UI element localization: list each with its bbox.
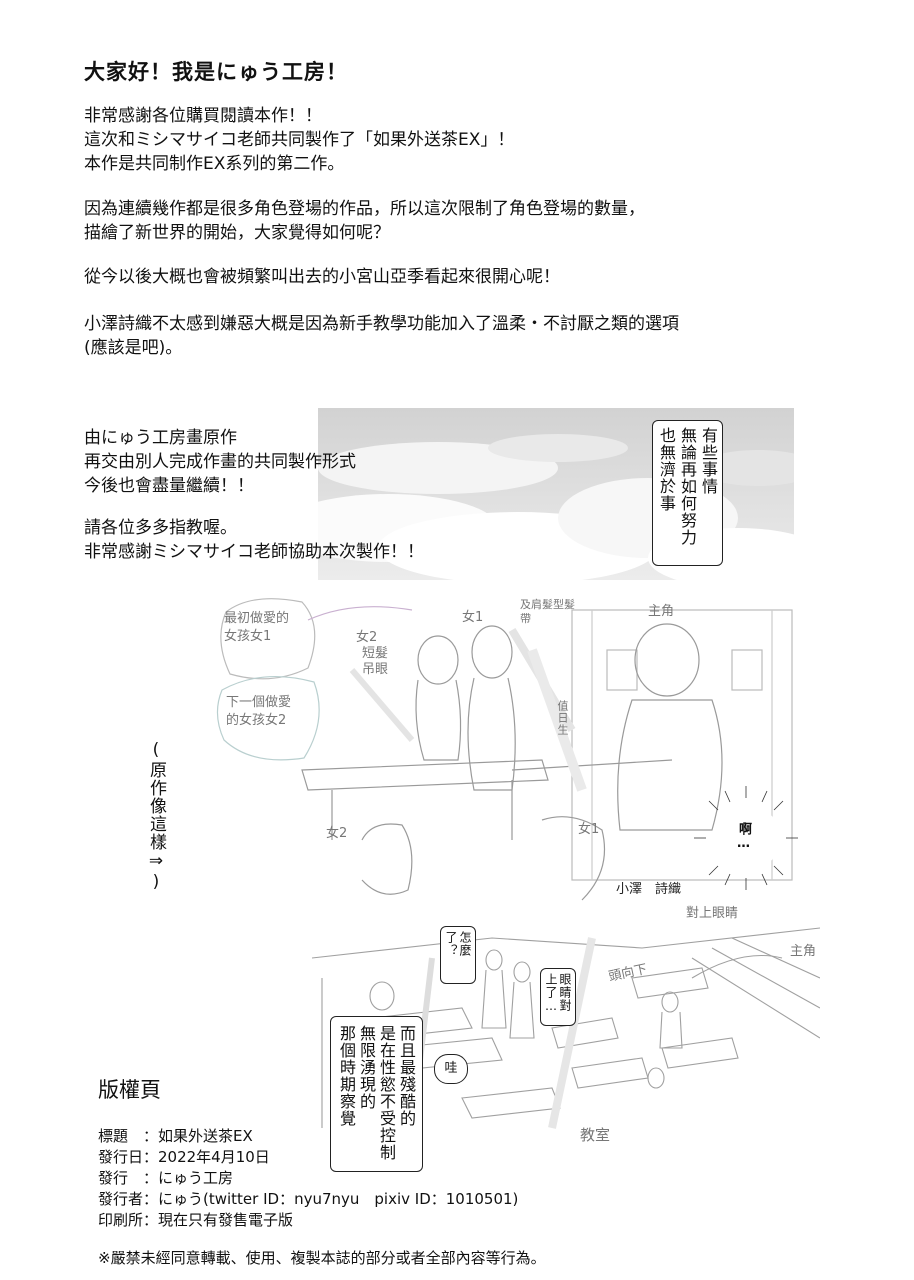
rough-sketch-classroom <box>212 590 804 920</box>
note-next-girl: 下一個做愛的女孩女2 <box>226 695 292 728</box>
label-girl2: 女2 <box>356 630 378 645</box>
collab-paragraph-1: 由にゅう工房畫原作 再交由別人完成作畫的共同製作形式 今後也會盡量繼續！！ <box>84 428 356 496</box>
afterword-paragraph-3: 從今以後大概也會被頻繁叫出去的小宮山亞季看起來很開心呢！ <box>84 267 560 287</box>
bubble-what-text: 怎麼了？ <box>444 931 472 957</box>
label-face-girl2: 女2 <box>326 826 348 841</box>
label-protagonist-wide: 主角 <box>790 944 817 959</box>
sky-bubble-column: 有些事情 <box>699 427 718 495</box>
note-first-girl: 最初做愛的女孩女1 <box>224 611 290 644</box>
sketch-drawing <box>216 598 798 901</box>
label-ozawa: 小澤 詩織 <box>616 882 682 897</box>
afterword-paragraph-2: 因為連續幾作都是很多角色登場的作品，所以這次限制了角色登場的數量， 描繪了新世界… <box>84 199 645 243</box>
label-girl2-desc: 短髮吊眼 <box>362 646 389 677</box>
side-note-original: (原作像這樣⇒) <box>146 740 166 893</box>
ah-exclamation: 啊… <box>736 822 751 852</box>
label-face-girl1: 女1 <box>578 822 600 837</box>
narration-box: 而且最殘酷的 是在性慾不受控制 無限湧現的 那個時期察覺 <box>330 1016 423 1172</box>
label-girl1-desc: 及肩髮型髮帶 <box>520 598 575 625</box>
label-protagonist: 主角 <box>648 604 675 619</box>
colophon-title: 版權頁 <box>98 1078 161 1102</box>
label-duty: 值日生 <box>556 700 569 736</box>
bubble-eyes-met-text: 眼睛對上了… <box>544 973 572 1014</box>
collab-paragraph-2: 請各位多多指教喔。 非常感謝ミシマサイコ老師協助本次製作！！ <box>84 518 424 562</box>
afterword-paragraph-1: 非常感謝各位購買閱讀本作！！ 這次和ミシマサイコ老師共同製作了「如果外送茶EX」… <box>84 106 515 174</box>
label-girl1: 女1 <box>462 610 484 625</box>
narration-column: 無限湧現的 <box>357 1025 376 1110</box>
bubble-wow: 哇 <box>434 1054 468 1084</box>
sky-speech-bubble: 有些事情 無論再如何努力 也無濟於事 <box>652 420 723 566</box>
sky-bubble-column: 也無濟於事 <box>657 427 676 512</box>
afterword-heading: 大家好！我是にゅう工房！ <box>84 60 348 84</box>
narration-column: 那個時期察覺 <box>337 1025 356 1127</box>
bubble-eyes-met: 眼睛對上了… <box>540 968 576 1026</box>
label-eye-contact: 對上眼睛 <box>686 906 739 921</box>
label-classroom: 教室 <box>580 1126 611 1144</box>
narration-column: 是在性慾不受控制 <box>377 1025 396 1161</box>
bubble-what-happened: 怎麼了？ <box>440 926 476 984</box>
colophon-details: 標題 ：如果外送茶EX 發行日：2022年4月10日 發行 ：にゅう工房 發行者… <box>98 1127 519 1229</box>
narration-column: 而且最殘酷的 <box>397 1025 416 1127</box>
sky-bubble-column: 無論再如何努力 <box>678 427 697 546</box>
afterword-paragraph-4: 小澤詩織不太感到嫌惡大概是因為新手教學功能加入了溫柔・不討厭之類的選項 (應該是… <box>84 314 679 358</box>
copyright-notice: ※嚴禁未經同意轉載、使用、複製本誌的部分或者全部內容等行為。 <box>98 1249 546 1267</box>
